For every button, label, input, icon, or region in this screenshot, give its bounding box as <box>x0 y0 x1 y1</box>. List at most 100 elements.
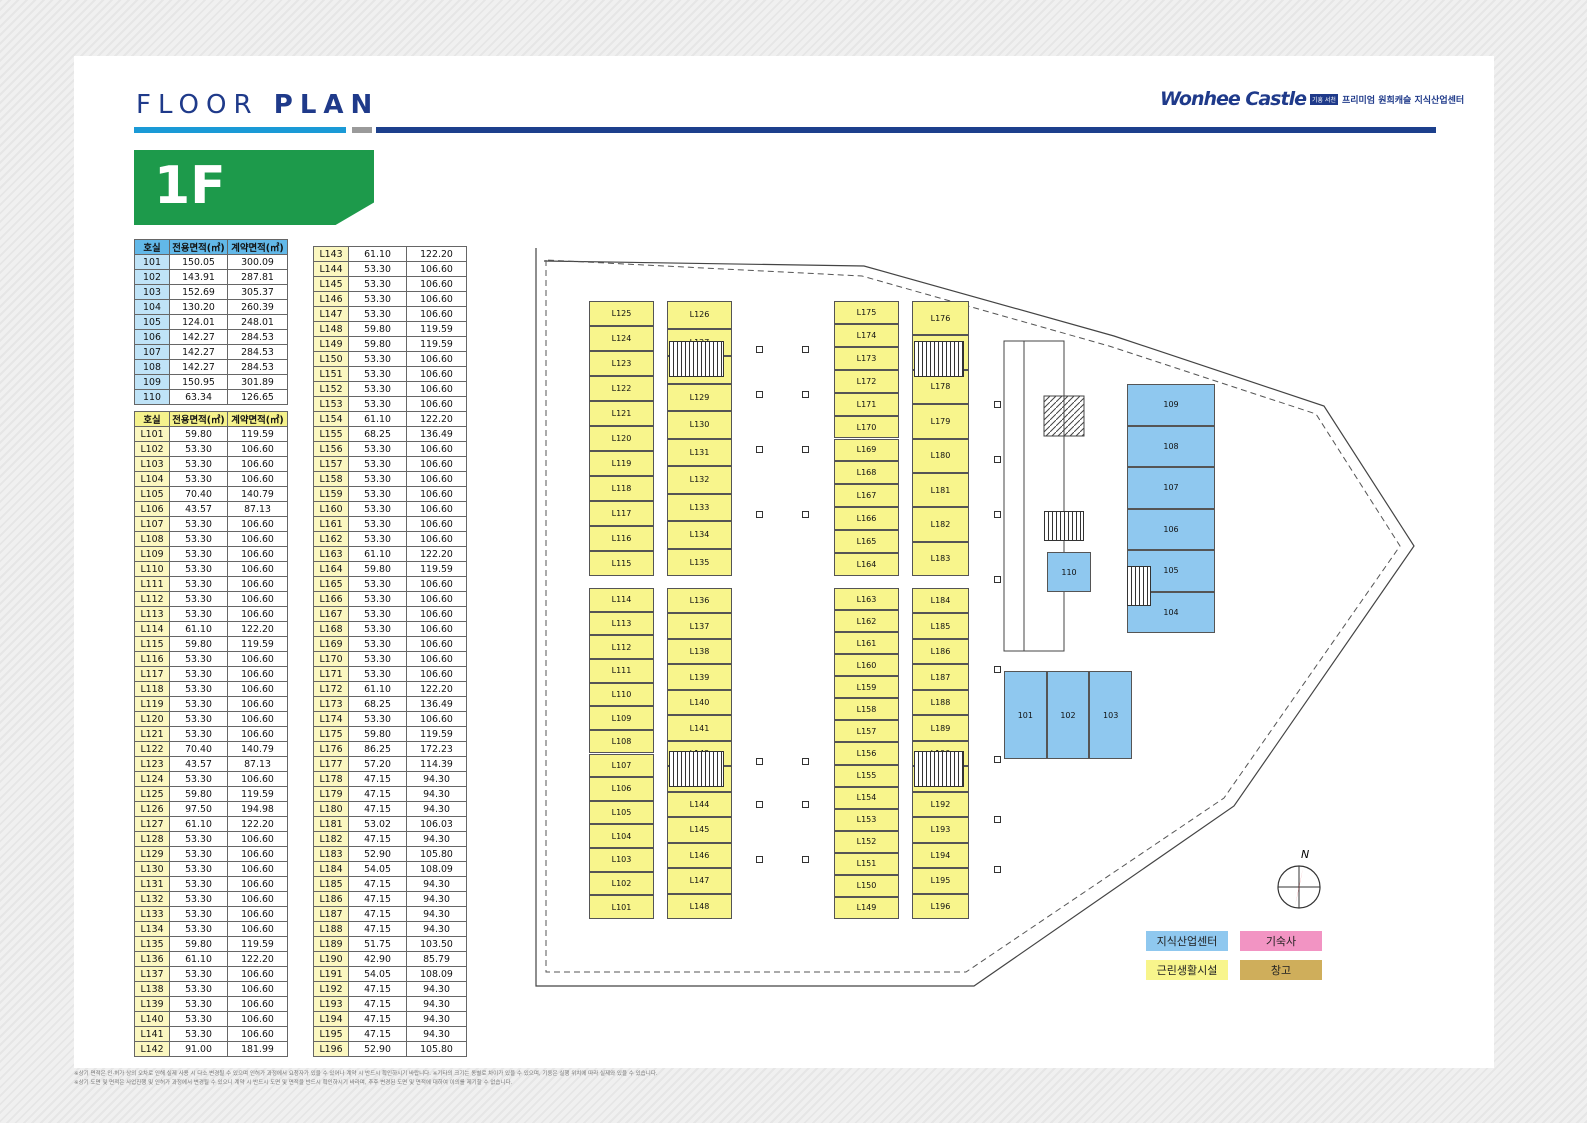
cell-room: L167 <box>313 606 349 622</box>
plan-unit: L137 <box>667 613 732 639</box>
col-exclusive: 전용면적(㎡) <box>169 239 228 255</box>
cell-room: L193 <box>313 996 349 1012</box>
plan-unit: L167 <box>834 484 899 508</box>
cell-contract-area: 85.79 <box>406 951 467 967</box>
plan-unit: 103 <box>1089 671 1132 759</box>
cell-exclusive-area: 53.30 <box>169 921 228 937</box>
cell-contract-area: 105.80 <box>406 846 467 862</box>
compass-icon: N <box>1274 848 1324 912</box>
cell-room: L179 <box>313 786 349 802</box>
plan-unit: L166 <box>834 507 899 531</box>
cell-exclusive-area: 53.30 <box>348 276 407 292</box>
cell-contract-area: 94.30 <box>406 891 467 907</box>
plan-unit: L160 <box>834 654 899 677</box>
cell-contract-area: 106.60 <box>406 666 467 682</box>
cell-contract-area: 106.60 <box>406 591 467 607</box>
cell-room: L171 <box>313 666 349 682</box>
stair-core-icon <box>914 341 964 377</box>
cell-contract-area: 106.60 <box>406 396 467 412</box>
cell-exclusive-area: 53.30 <box>348 621 407 637</box>
cell-contract-area: 106.60 <box>406 291 467 307</box>
cell-room: L116 <box>134 651 170 667</box>
cell-room: L106 <box>134 501 170 517</box>
cell-contract-area: 122.20 <box>406 681 467 697</box>
cell-exclusive-area: 53.30 <box>348 291 407 307</box>
plan-unit: L145 <box>667 817 732 843</box>
cell-contract-area: 106.60 <box>227 906 288 922</box>
cell-room: L149 <box>313 336 349 352</box>
plan-unit: L123 <box>589 351 654 376</box>
cell-exclusive-area: 57.20 <box>348 756 407 772</box>
cell-contract-area: 108.09 <box>406 861 467 877</box>
plan-unit: L106 <box>589 777 654 801</box>
plan-unit: L107 <box>589 753 654 778</box>
column-marker <box>756 446 763 453</box>
cell-contract-area: 94.30 <box>406 921 467 937</box>
cell-room: 110 <box>134 389 170 405</box>
cell-contract-area: 94.30 <box>406 906 467 922</box>
plan-unit: L116 <box>589 526 654 551</box>
plan-unit: L112 <box>589 635 654 659</box>
cell-room: L118 <box>134 681 170 697</box>
cell-contract-area: 94.30 <box>406 801 467 817</box>
cell-exclusive-area: 47.15 <box>348 831 407 847</box>
cell-exclusive-area: 53.30 <box>169 531 228 547</box>
cell-exclusive-area: 53.30 <box>348 531 407 547</box>
cell-exclusive-area: 47.15 <box>348 786 407 802</box>
plan-unit: 109 <box>1127 384 1215 426</box>
cell-exclusive-area: 47.15 <box>348 876 407 892</box>
cell-room: 108 <box>134 359 170 375</box>
cell-room: L104 <box>134 471 170 487</box>
plan-unit: L134 <box>667 521 732 549</box>
plan-unit: 107 <box>1127 467 1215 509</box>
cell-room: L134 <box>134 921 170 937</box>
cell-room: L180 <box>313 801 349 817</box>
column-marker <box>756 511 763 518</box>
plan-unit: L188 <box>912 689 969 716</box>
cell-exclusive-area: 53.30 <box>169 846 228 862</box>
page-title: FLOOR PLAN <box>136 90 379 120</box>
cell-contract-area: 305.37 <box>227 284 288 300</box>
plan-unit: L194 <box>912 842 969 869</box>
cell-room: L172 <box>313 681 349 697</box>
plan-unit: L193 <box>912 817 969 843</box>
cell-contract-area: 136.49 <box>406 696 467 712</box>
cell-exclusive-area: 47.15 <box>348 1011 407 1027</box>
plan-unit: L174 <box>834 323 899 347</box>
cell-exclusive-area: 53.30 <box>348 606 407 622</box>
plan-unit: L158 <box>834 698 899 721</box>
plan-unit: L105 <box>589 800 654 825</box>
cell-contract-area: 119.59 <box>227 786 288 802</box>
cell-room: L186 <box>313 891 349 907</box>
cell-exclusive-area: 124.01 <box>169 314 228 330</box>
cell-contract-area: 119.59 <box>406 561 467 577</box>
cell-contract-area: 106.60 <box>227 651 288 667</box>
cell-exclusive-area: 53.30 <box>169 891 228 907</box>
